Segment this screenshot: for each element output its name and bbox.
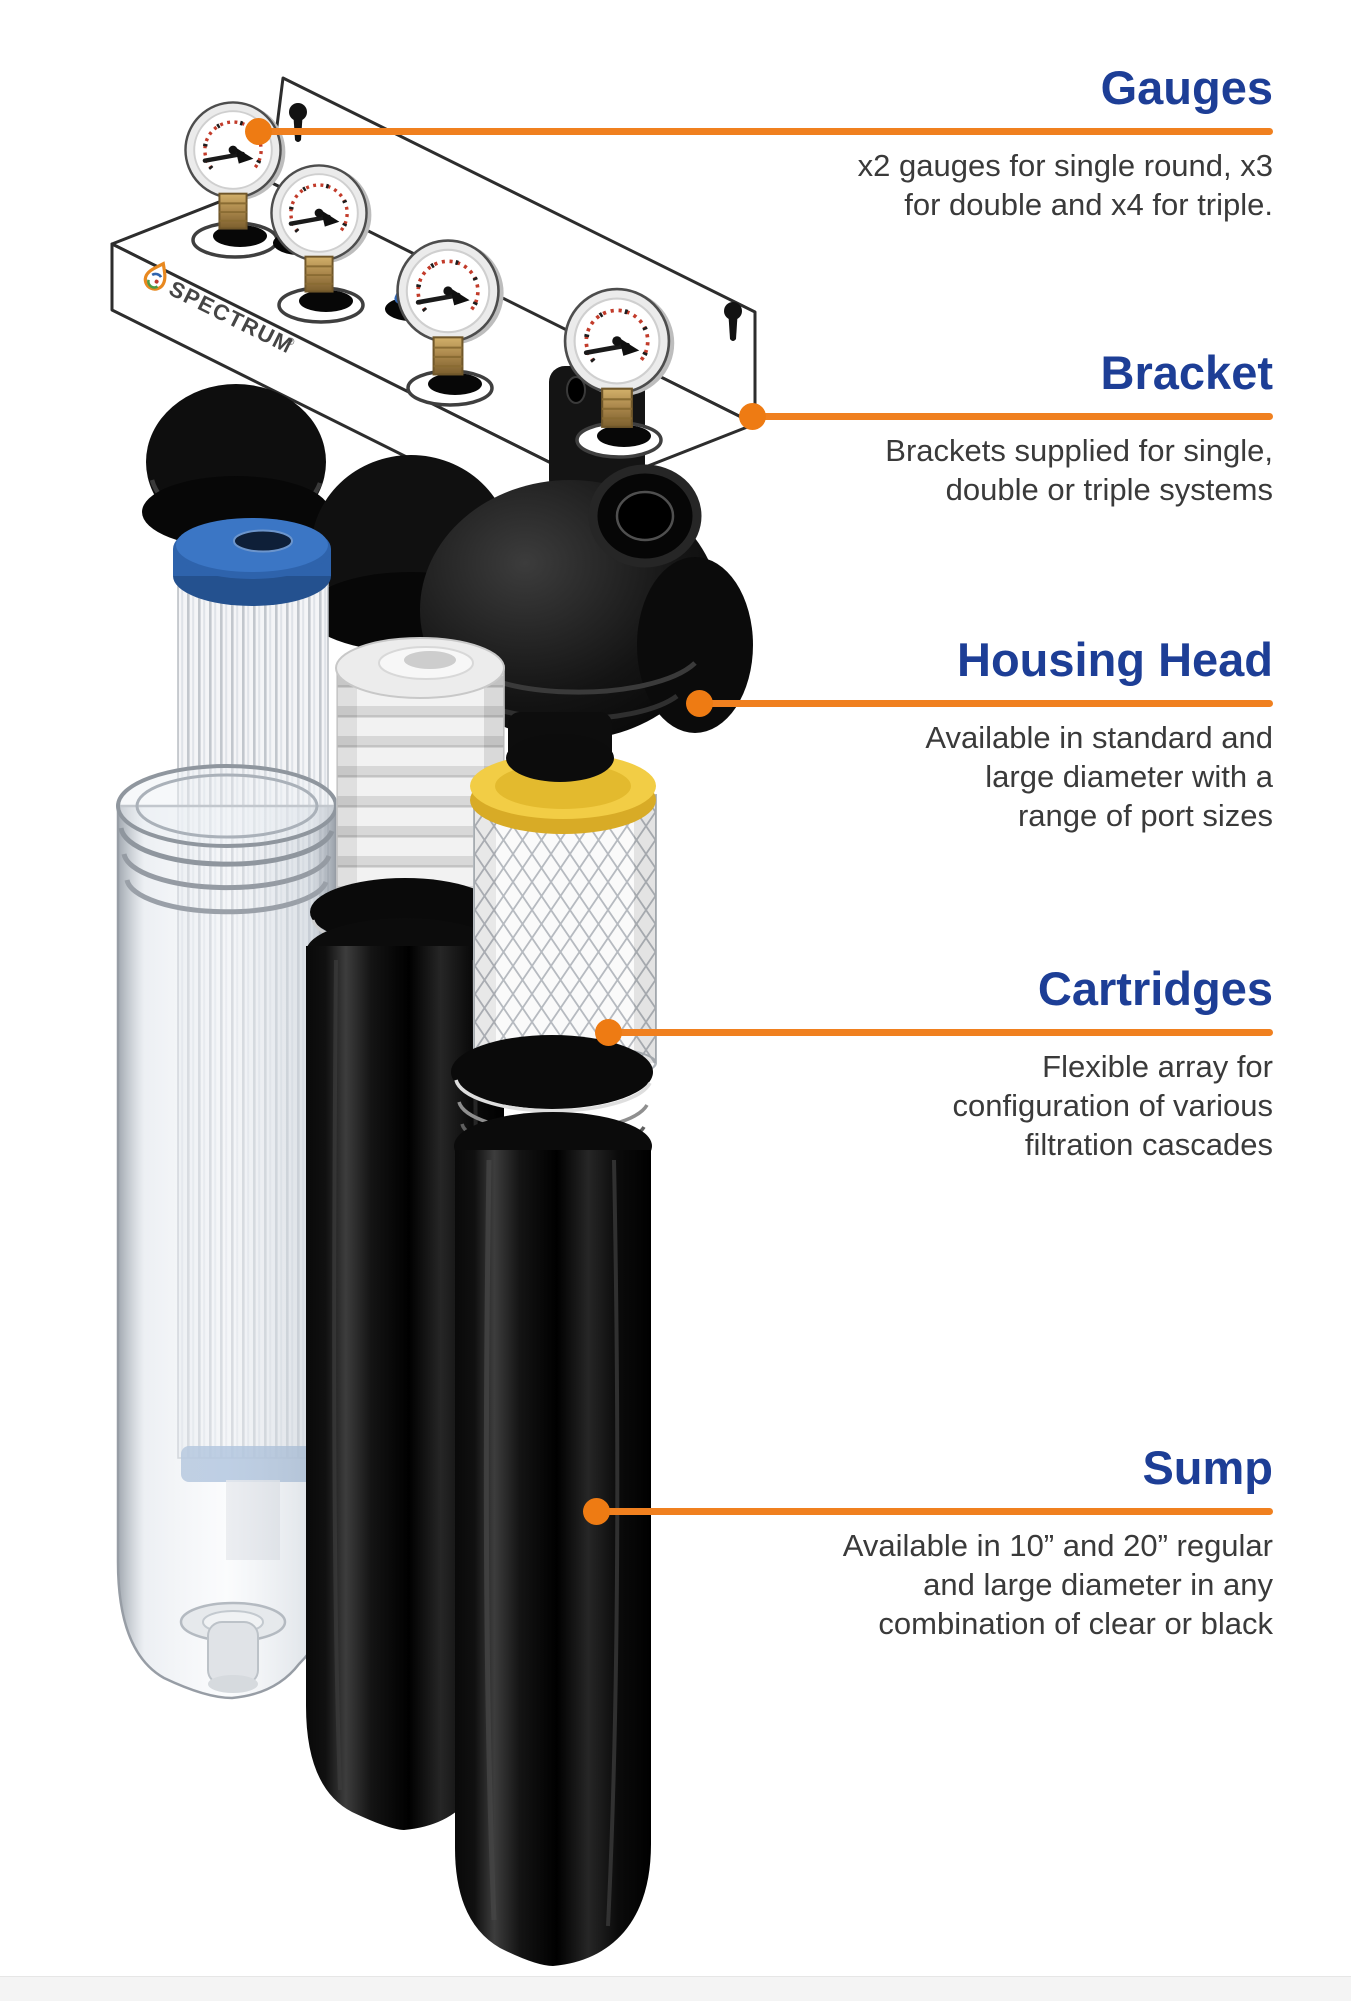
callout-body: Flexible array for configuration of vari… xyxy=(952,1047,1273,1164)
callout-body: Available in 10” and 20” regular and lar… xyxy=(843,1526,1273,1643)
callout-bracket: Bracket Brackets supplied for single, do… xyxy=(739,346,1273,507)
callout-body: Available in standard and large diameter… xyxy=(925,718,1273,835)
callout-text-line: range of port sizes xyxy=(1017,798,1273,833)
stem-slots xyxy=(213,225,651,447)
leader-line xyxy=(259,128,1273,135)
leader-dot xyxy=(595,1019,622,1046)
callout-housing-head: Housing Head Available in standard and l… xyxy=(686,633,1273,833)
callout-cartridges: Cartridges Flexible array for configurat… xyxy=(595,962,1273,1162)
clear-sump xyxy=(116,764,338,1700)
leader-dot xyxy=(245,118,272,145)
callout-text-line: Brackets supplied for single, xyxy=(885,433,1273,468)
leader-dot xyxy=(739,403,766,430)
callout-text-line: and large diameter in any xyxy=(923,1567,1273,1602)
leader-dot xyxy=(686,690,713,717)
leader-dot xyxy=(583,1498,610,1525)
callout-text-line: combination of clear or black xyxy=(878,1606,1273,1641)
callout-text-line: for double and x4 for triple. xyxy=(904,187,1273,222)
callout-text-line: configuration of various xyxy=(952,1088,1273,1123)
clear-sump-base xyxy=(179,1601,287,1693)
blue-end-cap xyxy=(173,518,331,606)
callout-text-line: double or triple systems xyxy=(945,472,1273,507)
leader-line xyxy=(700,700,1273,707)
leader-line xyxy=(609,1029,1273,1036)
head-port-opening xyxy=(588,464,702,568)
callout-text-line: x2 gauges for single round, x3 xyxy=(857,148,1273,183)
callout-text-line: filtration cascades xyxy=(1024,1127,1273,1162)
leader-line xyxy=(753,413,1273,420)
mesh-cartridge xyxy=(473,794,657,1082)
callout-title: Sump xyxy=(1142,1441,1273,1494)
callout-text-line: large diameter with a xyxy=(985,759,1273,794)
callout-text-line: Available in standard and xyxy=(925,720,1273,755)
spectrum-logo-drop-icon xyxy=(143,261,167,291)
callout-gauges: Gauges x2 gauges for single round, x3 fo… xyxy=(245,61,1273,222)
pressure-gauges xyxy=(185,102,674,459)
yellow-collar-ring xyxy=(470,734,656,834)
callout-title: Cartridges xyxy=(1037,962,1273,1015)
keyhole-slot xyxy=(724,302,742,341)
right-black-sump xyxy=(451,1035,653,1966)
callout-body: Brackets supplied for single, double or … xyxy=(885,431,1273,509)
callout-sump: Sump Available in 10” and 20” regular an… xyxy=(583,1441,1273,1641)
callout-body: x2 gauges for single round, x3 for doubl… xyxy=(858,146,1273,224)
callout-text-line: Flexible array for xyxy=(1042,1049,1273,1084)
bottom-section-edge xyxy=(0,1976,1351,2001)
leader-line xyxy=(597,1508,1273,1515)
callout-title: Bracket xyxy=(1100,346,1273,399)
callout-title: Housing Head xyxy=(957,633,1273,686)
callout-text-line: Available in 10” and 20” regular xyxy=(842,1528,1273,1563)
callout-title: Gauges xyxy=(1100,61,1273,114)
